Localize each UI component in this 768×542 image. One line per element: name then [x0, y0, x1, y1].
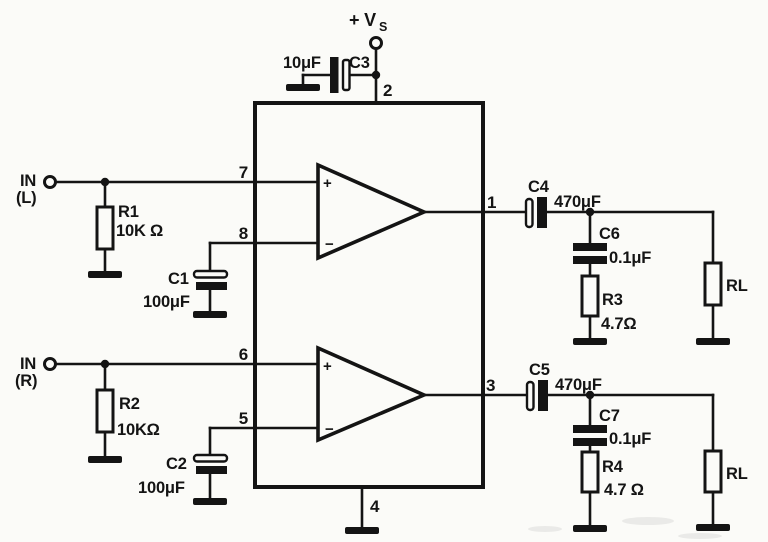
- c5-value-label: 470μF: [555, 376, 602, 394]
- junction-dot-supply: [371, 70, 381, 80]
- c7-plate-bottom: [573, 438, 607, 446]
- opamp-right-triangle: [316, 345, 429, 443]
- ground-c3: [286, 84, 320, 91]
- input-right-label-line1: IN: [20, 355, 36, 373]
- r2-ref-label: R2: [119, 395, 140, 413]
- c1-plate-negative: [196, 282, 227, 290]
- opamp-left-inv-sign: −: [325, 236, 334, 253]
- c2-plate-positive: [192, 453, 229, 463]
- c4-plate-negative: [537, 197, 547, 228]
- c5-plate-positive: [525, 380, 535, 412]
- ground-rl-left: [696, 338, 730, 345]
- c3-plate-positive: [341, 58, 351, 92]
- r3-resistor-body: [580, 274, 600, 318]
- pin-7-label: 7: [239, 163, 248, 182]
- c6-plate-top: [573, 243, 607, 251]
- c7-value-label: 0.1μF: [609, 430, 651, 448]
- c1-ref-label: C1: [168, 270, 189, 288]
- c4-value-label: 470μF: [554, 193, 601, 211]
- c3-plate-negative: [330, 57, 339, 93]
- scan-smudge: [528, 526, 562, 532]
- rl-left-body: [703, 261, 723, 307]
- r4-ref-label: R4: [602, 458, 624, 476]
- c5-plate-negative: [538, 380, 548, 411]
- c4-ref-label: C4: [528, 178, 550, 196]
- c7-plate-top: [573, 425, 607, 433]
- r1-value-label: 10K Ω: [116, 222, 163, 240]
- ic-outline: [253, 101, 485, 489]
- input-right-label-line2: (R): [15, 372, 37, 390]
- scan-smudge: [622, 517, 674, 525]
- pin-5-label: 5: [239, 409, 248, 428]
- ic-body: + − + − 4: [253, 101, 485, 534]
- c4-plate-positive: [524, 197, 534, 229]
- ground-c1: [193, 311, 227, 318]
- opamp-left-triangle: [316, 162, 429, 261]
- ground-r2: [88, 456, 122, 463]
- input-right-terminal: [43, 357, 57, 371]
- supply-section: + V S 2 10μF C3: [283, 10, 392, 105]
- input-left-label-line2: (L): [16, 189, 36, 207]
- output-left-section: 1 C4 470μF C6 0.1μF R3 4.7Ω RL: [422, 178, 748, 345]
- input-left-terminal: [43, 175, 57, 189]
- supply-label: + V: [349, 10, 376, 30]
- r1-resistor-body: [95, 205, 115, 251]
- r1-ref-label: R1: [118, 203, 139, 221]
- opamp-left-noninv-sign: +: [323, 175, 332, 192]
- opamp-right-inv-sign: −: [325, 421, 334, 438]
- scan-smudge: [678, 533, 722, 539]
- c5-ref-label: C5: [529, 361, 550, 379]
- ground-r3: [573, 338, 607, 345]
- ground-rl-right: [696, 524, 730, 531]
- c7-ref-label: C7: [599, 407, 620, 425]
- pin-4-label: 4: [370, 497, 380, 516]
- r3-value-label: 4.7Ω: [601, 315, 636, 333]
- opamp-right-noninv-sign: +: [323, 358, 332, 375]
- c3-value-label: 10μF: [283, 54, 321, 72]
- c1-plate-positive: [192, 269, 229, 279]
- rl-right-label: RL: [726, 465, 748, 483]
- output-right-section: 3 C5 470μF C7 0.1μF R4 4.7 Ω RL: [422, 361, 748, 532]
- pin-8-label: 8: [239, 224, 248, 243]
- input-left-label-line1: IN: [20, 172, 36, 190]
- pin-3-label: 3: [486, 376, 495, 395]
- r3-ref-label: R3: [602, 291, 623, 309]
- c6-plate-bottom: [573, 256, 607, 264]
- supply-label-subscript: S: [379, 20, 387, 34]
- c6-value-label: 0.1μF: [609, 249, 651, 267]
- ground-r1: [88, 271, 122, 278]
- c6-ref-label: C6: [599, 225, 620, 243]
- input-left-section: IN (L) 7 R1 10K Ω 8 C1 100μF: [16, 163, 320, 318]
- c1-value-label: 100μF: [143, 293, 190, 311]
- r4-resistor-body: [580, 450, 600, 494]
- ground-ic: [345, 527, 379, 534]
- c2-ref-label: C2: [166, 455, 187, 473]
- pin-2-label: 2: [383, 81, 392, 100]
- r4-value-label: 4.7 Ω: [604, 481, 644, 499]
- rl-right-body: [703, 449, 723, 494]
- pin-6-label: 6: [239, 345, 248, 364]
- supply-terminal: [369, 36, 383, 50]
- ground-r4: [573, 525, 607, 532]
- input-right-section: IN (R) 6 R2 10KΩ 5 C2 100μF: [15, 345, 320, 505]
- r2-resistor-body: [95, 388, 115, 434]
- r2-value-label: 10KΩ: [117, 421, 160, 439]
- ground-c2: [193, 498, 227, 505]
- rl-left-label: RL: [726, 277, 748, 295]
- c3-ref-label: C3: [349, 54, 370, 72]
- pin-1-label: 1: [487, 193, 496, 212]
- c2-plate-negative: [196, 466, 227, 474]
- c2-value-label: 100μF: [138, 479, 185, 497]
